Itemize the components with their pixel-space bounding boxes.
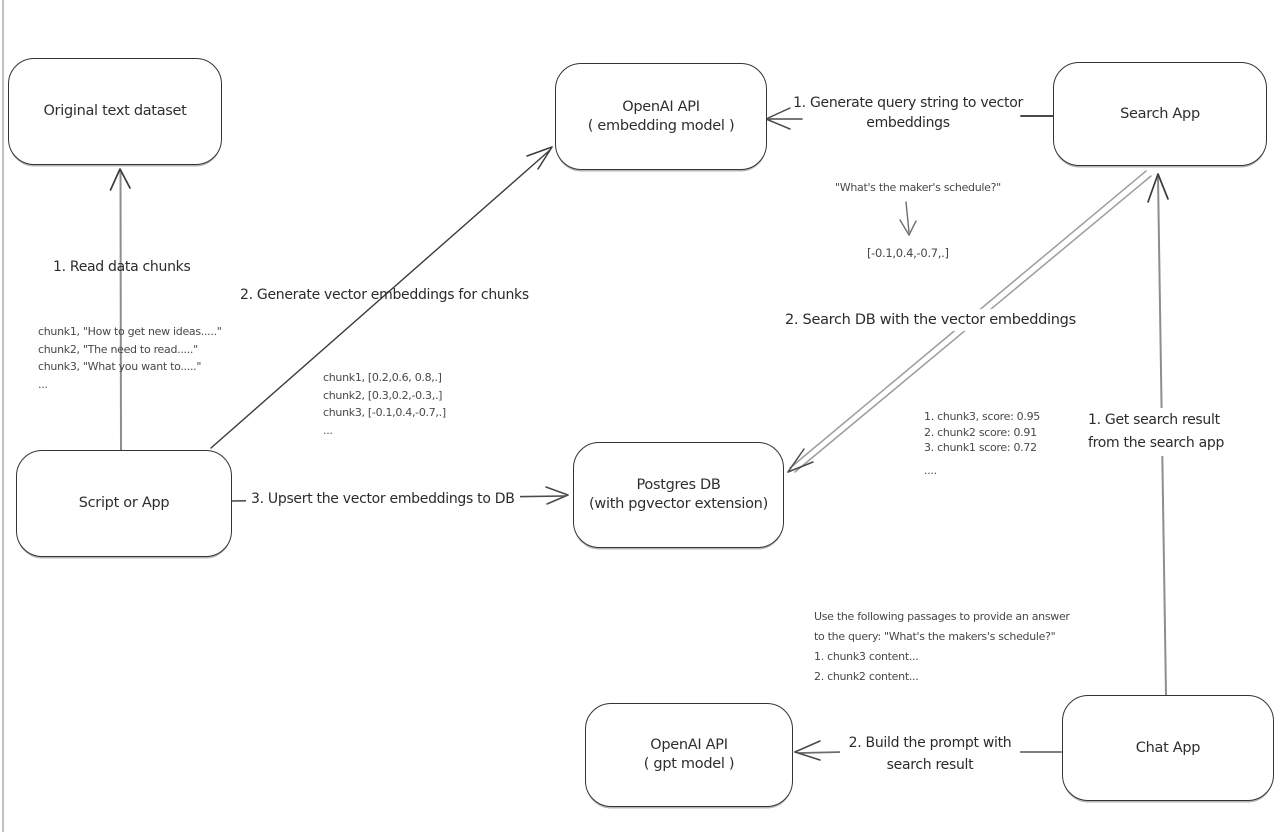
edge-label-read-chunks: 1. Read data chunks <box>53 259 191 275</box>
annotation-chunk-vectors-line: chunk3, [-0.1,0.4,-0.7,.] <box>323 406 446 419</box>
annotation-chunk-texts: chunk1, "How to get new ideas....." chun… <box>38 323 222 393</box>
edge-label-build-prompt: 2. Build the prompt with search result <box>840 731 1020 777</box>
node-openai-embedding-subtitle: ( embedding model ) <box>587 117 735 134</box>
node-script-or-app-label: Script or App <box>78 495 170 511</box>
node-openai-gpt-subtitle: ( gpt model ) <box>643 756 735 772</box>
annotation-chunk-vectors: chunk1, [0.2,0.6, 0.8,.] chunk2, [0.3,0.… <box>323 369 446 439</box>
annotation-search-scores-line: 3. chunk1 score: 0.72 <box>924 441 1037 454</box>
arrow-build-prompt <box>794 740 1062 761</box>
annotation-chunk-texts-line: ... <box>38 377 48 391</box>
edge-label-search-db: 2. Search DB with the vector embeddings <box>780 309 1081 331</box>
annotation-chunk-vectors-line: chunk1, [0.2,0.6, 0.8,.] <box>323 371 442 384</box>
annotation-search-scores-line: .... <box>924 463 937 477</box>
edge-label-query-to-vector-line1: 1. Generate query string to vector <box>793 95 1023 111</box>
edge-label-query-to-vector: 1. Generate query string to vector embed… <box>790 93 1026 133</box>
annotation-prompt-preview-line: to the query: "What's the makers's sched… <box>814 630 1056 643</box>
annotation-search-scores: 1. chunk3, score: 0.95 2. chunk2 score: … <box>924 409 1040 478</box>
arrow-read-chunks <box>109 168 131 451</box>
annotation-prompt-preview-line: 1. chunk3 content... <box>814 650 919 663</box>
node-original-text-dataset: Original text dataset <box>8 58 222 165</box>
edge-label-get-search-result-line1: 1. Get search result <box>1088 412 1220 428</box>
node-search-app: Search App <box>1053 62 1267 166</box>
annotation-search-scores-line: 2. chunk2 score: 0.91 <box>924 425 1037 439</box>
annotation-prompt-preview-line: 2. chunk2 content... <box>814 670 919 683</box>
node-script-or-app: Script or App <box>16 450 232 557</box>
node-postgres-db-title: Postgres DB <box>636 477 721 493</box>
edge-label-upsert-db: 3. Upsert the vector embeddings to DB <box>246 488 520 510</box>
annotation-chunk-vectors-line: ... <box>323 423 333 437</box>
arrow-query-to-vector <box>765 107 1055 130</box>
edge-label-get-search-result-line2: from the search app <box>1088 435 1225 451</box>
edge-label-build-prompt-line2: search result <box>886 757 974 773</box>
node-openai-gpt-title: OpenAI API <box>650 737 728 753</box>
node-postgres-db: Postgres DB (with pgvector extension) <box>573 442 784 548</box>
node-openai-embedding: OpenAI API ( embedding model ) <box>555 63 767 170</box>
node-chat-app: Chat App <box>1062 695 1274 801</box>
annotation-prompt-preview-line: Use the following passages to provide an… <box>814 610 1070 623</box>
annotation-query-example: "What's the maker's schedule?" <box>835 181 1001 194</box>
annotation-chunk-texts-line: chunk1, "How to get new ideas....." <box>38 325 222 338</box>
node-original-text-dataset-label: Original text dataset <box>43 103 187 119</box>
node-openai-embedding-title: OpenAI API <box>622 98 700 115</box>
arrow-query-example-down <box>899 201 917 236</box>
annotation-prompt-preview: Use the following passages to provide an… <box>814 607 1070 687</box>
node-chat-app-label: Chat App <box>1135 739 1201 756</box>
edge-label-get-search-result: 1. Get search result from the search app <box>1083 408 1230 456</box>
annotation-search-scores-line: 1. chunk3, score: 0.95 <box>924 410 1040 423</box>
node-search-app-label: Search App <box>1120 105 1200 122</box>
annotation-chunk-vectors-line: chunk2, [0.3,0.2,-0.3,.] <box>323 388 443 402</box>
node-openai-gpt: OpenAI API ( gpt model ) <box>585 703 793 807</box>
edge-label-query-to-vector-line2: embeddings <box>866 115 950 131</box>
annotation-chunk-texts-line: chunk2, "The need to read....." <box>38 342 198 356</box>
arrow-generate-embeddings <box>210 146 553 449</box>
annotation-query-vector: [-0.1,0.4,-0.7,.] <box>867 246 949 260</box>
edge-label-build-prompt-line1: 2. Build the prompt with <box>848 735 1012 751</box>
node-postgres-db-subtitle: (with pgvector extension) <box>589 496 768 512</box>
annotation-chunk-texts-line: chunk3, "What you want to....." <box>38 360 202 373</box>
edge-label-generate-embeddings: 2. Generate vector embeddings for chunks <box>240 287 529 303</box>
